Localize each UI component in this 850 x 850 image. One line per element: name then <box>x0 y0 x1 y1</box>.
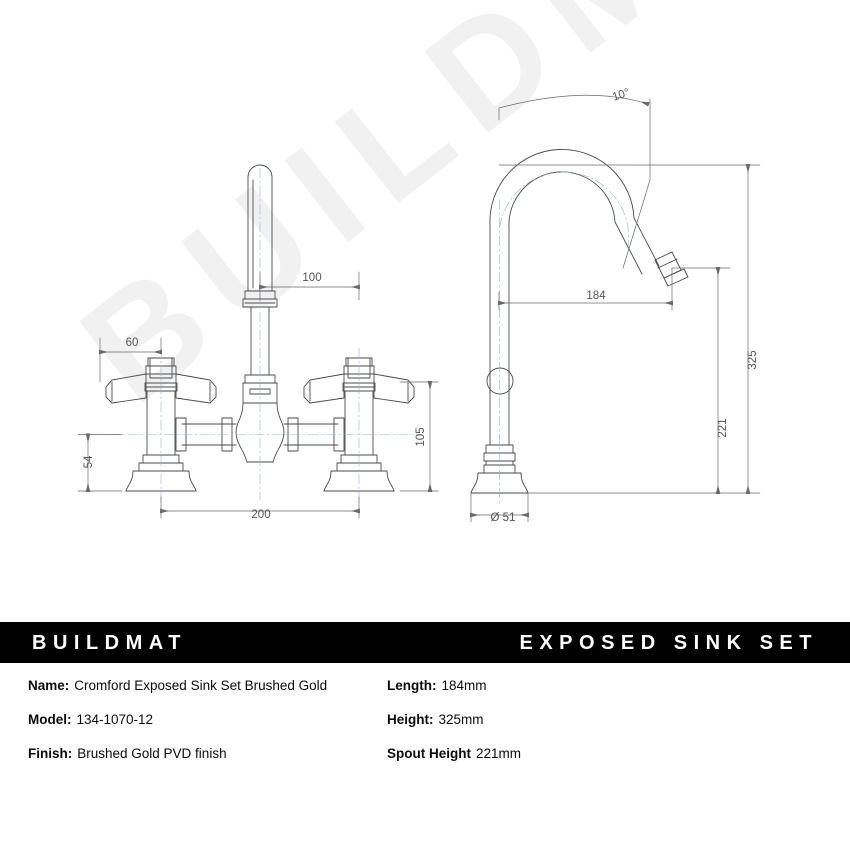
spec-value-model: 134-1070-12 <box>76 712 154 727</box>
side-view-geometry <box>470 148 689 494</box>
dimension-overall-height: 325 <box>747 350 759 369</box>
dimension-lines <box>77 95 761 523</box>
spec-value-length: 184mm <box>441 678 487 693</box>
spec-label-model: Model: <box>28 712 72 727</box>
spec-row-length: Length: 184mm <box>387 678 850 712</box>
spec-value-name: Cromford Exposed Sink Set Brushed Gold <box>74 678 328 693</box>
spec-value-finish: Brushed Gold PVD finish <box>77 746 227 761</box>
spec-value-height: 325mm <box>438 712 484 727</box>
technical-drawing-area: 60 100 200 54 105 10° 184 325 221 Ø 51 <box>77 87 761 524</box>
dimension-labels: 60 100 200 54 105 10° 184 325 221 Ø 51 <box>83 87 759 524</box>
banner-brand-name: BUILDMAT <box>32 631 187 654</box>
brand-banner: BUILDMAT EXPOSED SINK SET <box>0 622 850 663</box>
front-view-geometry <box>105 164 415 492</box>
dimension-assembly-height: 105 <box>415 427 427 446</box>
spec-row-model: Model: 134-1070-12 <box>28 712 380 746</box>
dimension-spout-angle: 10° <box>611 87 631 104</box>
dimension-handle-width: 60 <box>126 337 139 349</box>
spec-label-spout-height: Spout Height <box>387 746 471 761</box>
spec-label-height: Height: <box>387 712 434 727</box>
dimension-body-width: 200 <box>251 509 270 521</box>
dimension-spout-centre-offset: 100 <box>302 272 321 284</box>
side-view-centrelines <box>499 171 629 506</box>
banner-product-category: EXPOSED SINK SET <box>519 631 818 654</box>
specification-column-left: Name: Cromford Exposed Sink Set Brushed … <box>0 678 380 780</box>
spec-row-finish: Finish: Brushed Gold PVD finish <box>28 746 380 780</box>
spec-value-spout-height: 221mm <box>476 746 522 761</box>
front-view-centrelines <box>109 167 421 501</box>
specification-column-right: Length: 184mm Height: 325mm Spout Height… <box>380 678 850 780</box>
spec-label-name: Name: <box>28 678 70 693</box>
dimension-spout-reach: 184 <box>586 290 606 302</box>
spec-label-length: Length: <box>387 678 437 693</box>
spec-row-spout-height: Spout Height 221mm <box>387 746 850 780</box>
dimension-base-diameter: Ø 51 <box>491 512 516 524</box>
specification-table: Name: Cromford Exposed Sink Set Brushed … <box>0 678 850 780</box>
technical-drawing-svg: 60 100 200 54 105 10° 184 325 221 Ø 51 <box>77 87 761 524</box>
spec-label-finish: Finish: <box>28 746 73 761</box>
dimension-spout-height: 221 <box>717 418 729 437</box>
dimension-handle-height: 54 <box>83 455 95 468</box>
spec-row-height: Height: 325mm <box>387 712 850 746</box>
spec-row-name: Name: Cromford Exposed Sink Set Brushed … <box>28 678 380 712</box>
